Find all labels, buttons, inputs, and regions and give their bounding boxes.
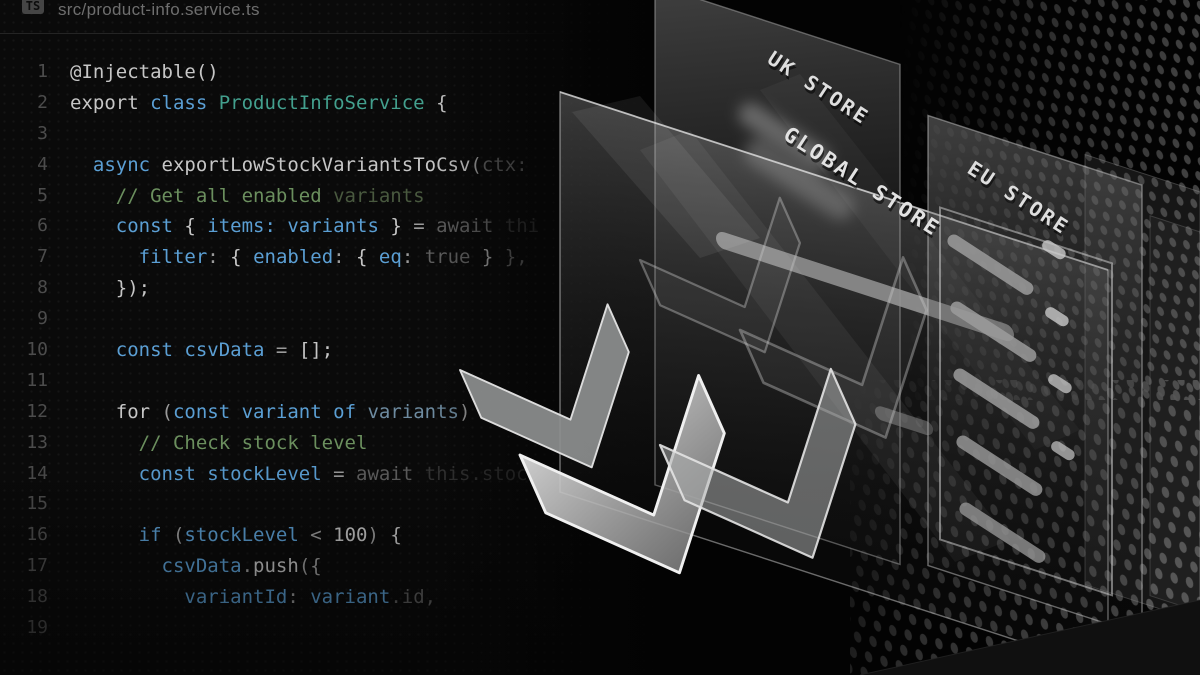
typescript-file-icon: TS bbox=[22, 0, 44, 14]
code-text: @Injectable() bbox=[70, 61, 219, 83]
line-number: 3 bbox=[37, 122, 48, 144]
eu-store-panel bbox=[927, 114, 1143, 637]
line-number: 12 bbox=[26, 400, 48, 422]
code-text: export class ProductInfoService { bbox=[70, 91, 448, 114]
glass-chevron-right bbox=[658, 367, 857, 559]
line-number: 4 bbox=[37, 153, 48, 175]
file-tab-path[interactable]: src/product-info.service.ts bbox=[58, 0, 260, 19]
line-number: 8 bbox=[37, 277, 48, 299]
code-text: const csvData = []; bbox=[115, 339, 334, 362]
line-number: 13 bbox=[26, 431, 48, 453]
line-number: 7 bbox=[37, 246, 48, 268]
code-text: }); bbox=[70, 277, 151, 300]
line-number: 1 bbox=[37, 61, 48, 82]
code-line: 3 bbox=[0, 119, 539, 150]
eu-panel-skeleton-rows bbox=[947, 234, 1075, 563]
glass-chevron-center bbox=[518, 374, 726, 575]
code-text: // Check stock level bbox=[70, 431, 368, 454]
code-line: 8 }); bbox=[0, 273, 539, 304]
code-line: 9 bbox=[0, 304, 539, 335]
tab-bar-divider bbox=[0, 33, 585, 34]
code-text: // Get all enabled variants bbox=[70, 184, 425, 207]
line-number: 5 bbox=[37, 184, 48, 206]
embossed-chevron-2 bbox=[738, 256, 928, 439]
line-number: 6 bbox=[37, 215, 48, 237]
eu-panel-inner-frame bbox=[939, 206, 1113, 597]
code-line: 1 @Injectable() bbox=[0, 57, 539, 88]
glass-chevron-left bbox=[459, 303, 630, 469]
embossed-chevron-1 bbox=[638, 196, 802, 354]
line-number: 9 bbox=[37, 308, 48, 330]
line-number: 2 bbox=[37, 91, 48, 113]
line-number: 11 bbox=[26, 369, 48, 391]
editor-tab-bar: TS src/product-info.service.ts bbox=[0, 0, 640, 33]
line-number: 10 bbox=[26, 339, 48, 361]
code-line: 13 // Check stock level bbox=[0, 428, 539, 459]
code-line: 5 // Get all enabled variants bbox=[0, 181, 539, 212]
code-line: 11 bbox=[0, 366, 539, 397]
receding-panel-2 bbox=[1149, 214, 1200, 613]
floor-wedge bbox=[859, 599, 1200, 675]
code-line: 2 export class ProductInfoService { bbox=[0, 88, 539, 119]
global-panel-small-bar bbox=[875, 406, 933, 436]
code-line: 10 const csvData = []; bbox=[0, 335, 539, 366]
